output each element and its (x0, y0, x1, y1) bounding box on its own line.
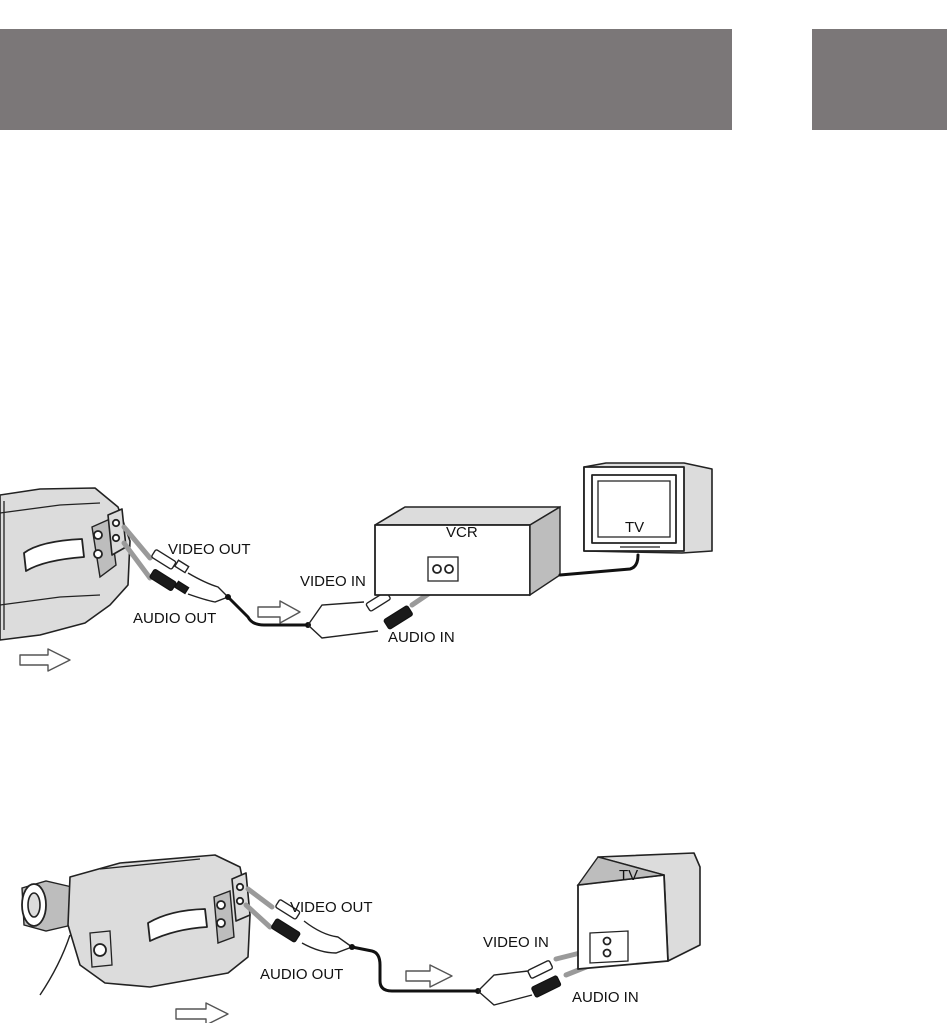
label-video-out: VIDEO OUT (168, 541, 251, 558)
signal-flow-arrow (176, 1003, 228, 1023)
tv-illustration (578, 853, 700, 969)
label-audio-out: AUDIO OUT (260, 966, 343, 983)
label-tv: TV (619, 867, 638, 884)
camcorder-illustration (0, 488, 130, 640)
header-banner (0, 29, 732, 130)
signal-flow-arrow (258, 601, 300, 623)
label-tv: TV (625, 519, 644, 536)
label-audio-out: AUDIO OUT (133, 610, 216, 627)
label-audio-in: AUDIO IN (388, 629, 455, 646)
label-audio-in: AUDIO IN (572, 989, 639, 1006)
label-video-in: VIDEO IN (300, 573, 366, 590)
signal-flow-arrow (406, 965, 452, 987)
video-in-plug (527, 960, 553, 979)
signal-flow-arrow (20, 649, 70, 671)
audio-out-plug (271, 918, 301, 942)
camcorder-vcr-tv-connection-diagram: VIDEO OUT AUDIO OUT VCR TV VIDEO IN AUDI… (0, 455, 947, 675)
camcorder-tv-connection-diagram: VIDEO OUT AUDIO OUT TV VIDEO IN AUDIO IN (0, 845, 947, 1023)
label-vcr: VCR (446, 524, 478, 541)
camcorder-illustration (22, 855, 250, 995)
label-video-in: VIDEO IN (483, 934, 549, 951)
side-tab-banner (812, 29, 947, 130)
vcr-illustration (375, 507, 560, 595)
label-video-out: VIDEO OUT (290, 899, 373, 916)
audio-out-plug (149, 569, 188, 594)
audio-in-plug (383, 605, 413, 629)
tv-illustration (584, 463, 712, 553)
audio-in-plug (531, 975, 561, 997)
